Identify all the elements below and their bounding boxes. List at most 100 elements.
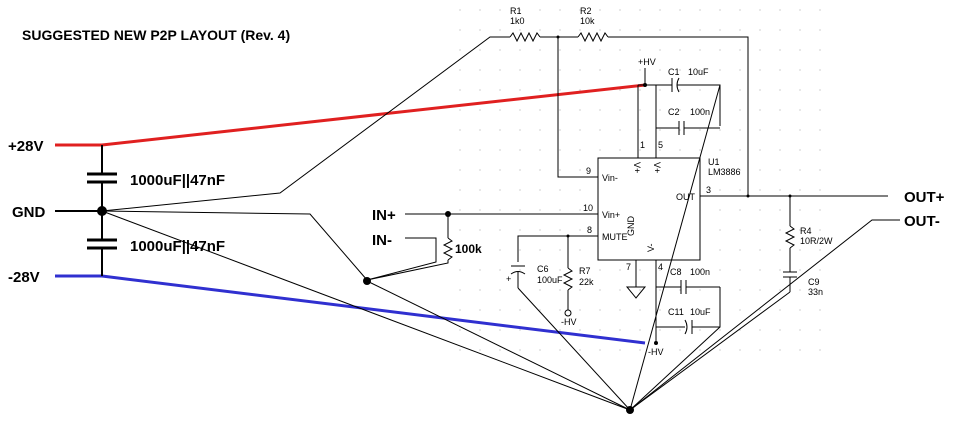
grid-dot [659, 29, 661, 31]
grid-dot [699, 289, 701, 291]
grid-dot [479, 89, 481, 91]
grid-dot [779, 249, 781, 251]
grid-dot [819, 309, 821, 311]
grid-dot [819, 69, 821, 71]
grid-dot [799, 89, 801, 91]
in-neg-label: IN- [372, 232, 392, 249]
grid-dot [679, 109, 681, 111]
grid-dot [459, 29, 461, 31]
grid-dot [739, 269, 741, 271]
c1-lead-right [677, 84, 721, 126]
grid-dot [559, 249, 561, 251]
grid-dot [579, 209, 581, 211]
grid-dot [459, 329, 461, 331]
grid-dot [819, 189, 821, 191]
grid-dot [559, 109, 561, 111]
grid-dot [499, 169, 501, 171]
c2-val: 100n [690, 107, 710, 117]
ic-body [597, 157, 701, 261]
grid-dot [499, 129, 501, 131]
pin5-num: 5 [658, 140, 663, 150]
grid-dot [659, 269, 661, 271]
grid-dot [819, 49, 821, 51]
grid-dot [519, 329, 521, 331]
grid-dot [699, 309, 701, 311]
grid-dot [819, 109, 821, 111]
grid-dot [779, 289, 781, 291]
r4-body [784, 225, 796, 249]
grid-dot [499, 229, 501, 231]
grid-dot [799, 29, 801, 31]
grid-dot [799, 209, 801, 211]
grid-dot [499, 289, 501, 291]
grid-dot [599, 329, 601, 331]
grid-dot [539, 309, 541, 311]
grid-dot [739, 109, 741, 111]
grid-dot [539, 49, 541, 51]
grid-dot [819, 169, 821, 171]
r1-val: 1k0 [510, 16, 525, 26]
r7-ref: R7 [579, 266, 591, 276]
grid-dot [679, 309, 681, 311]
grid-dot [479, 109, 481, 111]
out-pos-label: OUT+ [904, 189, 945, 206]
grid-dot [799, 129, 801, 131]
ic-pin-out: OUT [676, 192, 696, 202]
grid-dot [739, 349, 741, 351]
grid-dot [479, 29, 481, 31]
grid-dot [559, 149, 561, 151]
grid-dot [659, 49, 661, 51]
r-in-body [442, 237, 454, 261]
grid-dot [699, 89, 701, 91]
pin4-num: 4 [658, 262, 663, 272]
grid-dot [639, 289, 641, 291]
grid-dot [819, 329, 821, 331]
hv-bot-label: -HV [648, 347, 664, 357]
grid-dot [719, 189, 721, 191]
grid-dot [819, 209, 821, 211]
neg-rail-label: -28V [8, 269, 40, 286]
grid-dot [519, 209, 521, 211]
grid-dot [539, 9, 541, 11]
grid-dot [559, 69, 561, 71]
grid-dot [659, 109, 661, 111]
grid-dot [719, 329, 721, 331]
grid-dot [579, 189, 581, 191]
grid-dot [559, 89, 561, 91]
grid-dot [579, 89, 581, 91]
grid-dot [739, 89, 741, 91]
grid-dot [779, 129, 781, 131]
grid-dot [699, 349, 701, 351]
grid-dot [499, 9, 501, 11]
c6-to-star [517, 287, 631, 411]
grid-dot [639, 269, 641, 271]
grid-dot [779, 169, 781, 171]
grid-dot [579, 149, 581, 151]
grid-dot [479, 209, 481, 211]
grid-dot [579, 9, 581, 11]
grid-dot [559, 29, 561, 31]
c8-ref: C8 [670, 267, 682, 277]
r7-hv-label: -HV [561, 317, 577, 327]
grid-dot [799, 249, 801, 251]
grid-dot [799, 69, 801, 71]
page-title: SUGGESTED NEW P2P LAYOUT (Rev. 4) [22, 27, 290, 43]
hv-top-label: +HV [638, 57, 656, 67]
r2-val: 10k [580, 16, 595, 26]
decoup-bot-to-star [629, 326, 721, 411]
grid-dot [479, 349, 481, 351]
grid-dot [719, 9, 721, 11]
input-gnd-to-star [366, 280, 631, 411]
grid-dot [719, 69, 721, 71]
grid-dot [519, 9, 521, 11]
c6-plate-2 [510, 271, 526, 275]
grid-dot [639, 129, 641, 131]
ic-pin-vinp: Vin+ [602, 210, 620, 220]
grid-dot [739, 49, 741, 51]
ic-ref: U1 [708, 157, 720, 167]
grid-dot [699, 129, 701, 131]
c6-plus: + [506, 274, 511, 284]
grid-dot [599, 9, 601, 11]
r7-body [562, 267, 574, 291]
grid-dot [719, 209, 721, 211]
